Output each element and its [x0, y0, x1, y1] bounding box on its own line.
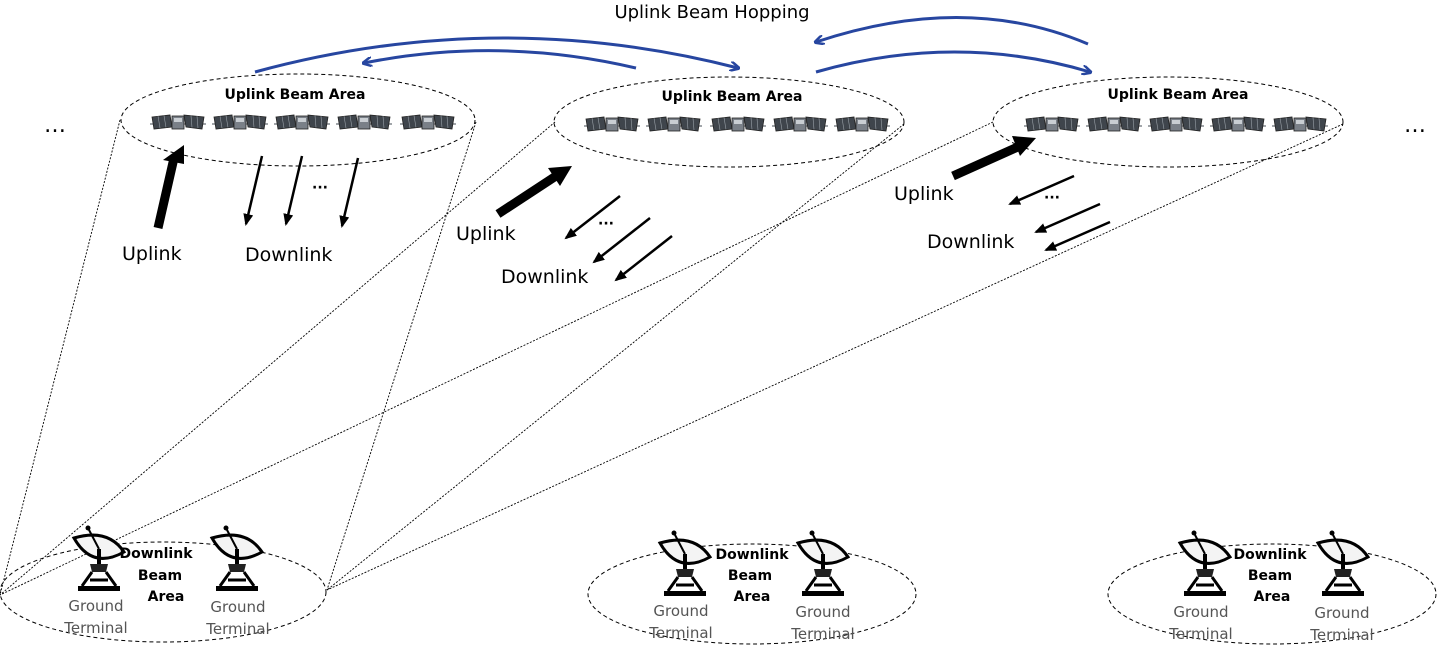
- ground-terminal-label-line1: Ground: [653, 602, 708, 620]
- uplink-arrow: [495, 172, 559, 218]
- ground-terminal-dish-icon: [72, 523, 126, 593]
- diagram-title: Uplink Beam Hopping: [614, 2, 809, 23]
- ground-terminal-label-line1: Ground: [210, 598, 265, 616]
- uplink-beam-area-1: Uplink Beam Area: [120, 73, 476, 167]
- satellite-row: [1023, 116, 1329, 132]
- satellite-icon: [1209, 116, 1267, 132]
- uplink-arrow-head: [1012, 136, 1036, 156]
- downlink-arrow: [564, 195, 621, 240]
- uplink-area-label: Uplink Beam Area: [1108, 87, 1249, 103]
- uplink-beam-area-3: Uplink Beam Area: [992, 76, 1344, 168]
- downlink-arrow: [1034, 202, 1101, 234]
- downlink-arrow: [1044, 220, 1111, 252]
- downlink-arrow: [1008, 174, 1075, 206]
- satellite-icon: [583, 116, 641, 132]
- downlink-arrow: [592, 217, 651, 264]
- uplink-arrow: [951, 141, 1022, 181]
- downlink-more-dots: ···: [312, 180, 328, 196]
- satellite-icon: [1085, 116, 1143, 132]
- ground-terminal-label-line2: Terminal: [1168, 625, 1232, 643]
- ground-terminal-label-line2: Terminal: [205, 620, 269, 638]
- uplink-arrow-head: [163, 145, 184, 164]
- satellite-icon: [335, 114, 393, 130]
- uplink-arrow-head: [548, 166, 572, 186]
- ground-terminal-label-line2: Terminal: [1309, 626, 1373, 644]
- downlink-label: Downlink: [245, 244, 332, 266]
- links-area-3: ··· Uplink Downlink: [894, 136, 1111, 253]
- downlink-beam-area-1: Downlink Beam Area Ground Terminal Groun…: [0, 523, 327, 643]
- downlink-beam-area-2: Downlink Beam Area Ground Terminal Groun…: [587, 528, 917, 645]
- ground-terminal-dish-icon: [210, 523, 264, 593]
- downlink-area-label-line1: Downlink: [119, 546, 193, 562]
- links-area-2: ··· Uplink Downlink: [456, 166, 673, 288]
- ground-terminal-label-line2: Terminal: [63, 619, 127, 637]
- downlink-area-label-line2: Beam: [728, 568, 772, 584]
- uplink-area-label: Uplink Beam Area: [662, 89, 803, 105]
- uplink-area-label: Uplink Beam Area: [225, 87, 366, 103]
- uplink-label: Uplink: [894, 183, 954, 205]
- uplink-label: Uplink: [122, 243, 182, 265]
- left-more-ellipsis: …: [44, 113, 66, 138]
- downlink-arrow: [243, 155, 264, 226]
- downlink-area-label-line1: Downlink: [1233, 547, 1307, 563]
- satellite-icon: [1271, 116, 1329, 132]
- ground-terminal-dish-icon: [658, 528, 712, 598]
- downlink-area-label-line2: Beam: [138, 568, 182, 584]
- satellite-icon: [211, 114, 269, 130]
- right-more-ellipsis: …: [1404, 113, 1426, 138]
- ground-terminal-dish-icon: [1316, 528, 1370, 598]
- ground-terminal-label-line2: Terminal: [790, 625, 854, 643]
- downlink-area-label-line2: Beam: [1248, 568, 1292, 584]
- downlink-more-dots: ···: [598, 216, 614, 232]
- downlink-area-label-line3: Area: [734, 589, 771, 605]
- ground-terminal-dish-icon: [796, 528, 850, 598]
- satellite-icon: [645, 116, 703, 132]
- downlink-arrow: [614, 235, 673, 282]
- downlink-arrow: [339, 157, 360, 228]
- downlink-beam-area-3: Downlink Beam Area Ground Terminal Groun…: [1107, 528, 1437, 645]
- hopping-arrows: [254, 16, 1090, 72]
- satellite-row: [583, 116, 891, 132]
- uplink-arrow: [153, 156, 179, 230]
- links-area-1: ··· Uplink Downlink: [122, 145, 360, 266]
- satellite-icon: [1023, 116, 1081, 132]
- satellite-icon: [149, 114, 207, 130]
- ground-terminal-label-line1: Ground: [795, 603, 850, 621]
- satellite-icon: [771, 116, 829, 132]
- ground-terminal-dish-icon: [1178, 528, 1232, 598]
- ground-terminal-label-line1: Ground: [1173, 603, 1228, 621]
- ground-terminal-label-line1: Ground: [1314, 604, 1369, 622]
- satellite-icon: [273, 114, 331, 130]
- satellite-icon: [1147, 116, 1205, 132]
- downlink-label: Downlink: [927, 231, 1014, 253]
- downlink-area-label-line1: Downlink: [715, 547, 789, 563]
- uplink-label: Uplink: [456, 223, 516, 245]
- downlink-area-label-line3: Area: [1254, 589, 1291, 605]
- downlink-area-label-line3: Area: [148, 589, 185, 605]
- ground-terminal-label-line2: Terminal: [648, 624, 712, 642]
- downlink-arrow: [283, 155, 304, 226]
- ground-terminal-label-line1: Ground: [68, 597, 123, 615]
- satellite-icon: [399, 114, 457, 130]
- downlink-more-dots: ···: [1044, 190, 1060, 206]
- satellite-row: [149, 114, 457, 130]
- satellite-icon: [833, 116, 891, 132]
- downlink-label: Downlink: [501, 266, 588, 288]
- projection-lines: [0, 119, 1344, 596]
- uplink-beam-area-2: Uplink Beam Area: [553, 76, 905, 168]
- satellite-icon: [709, 116, 767, 132]
